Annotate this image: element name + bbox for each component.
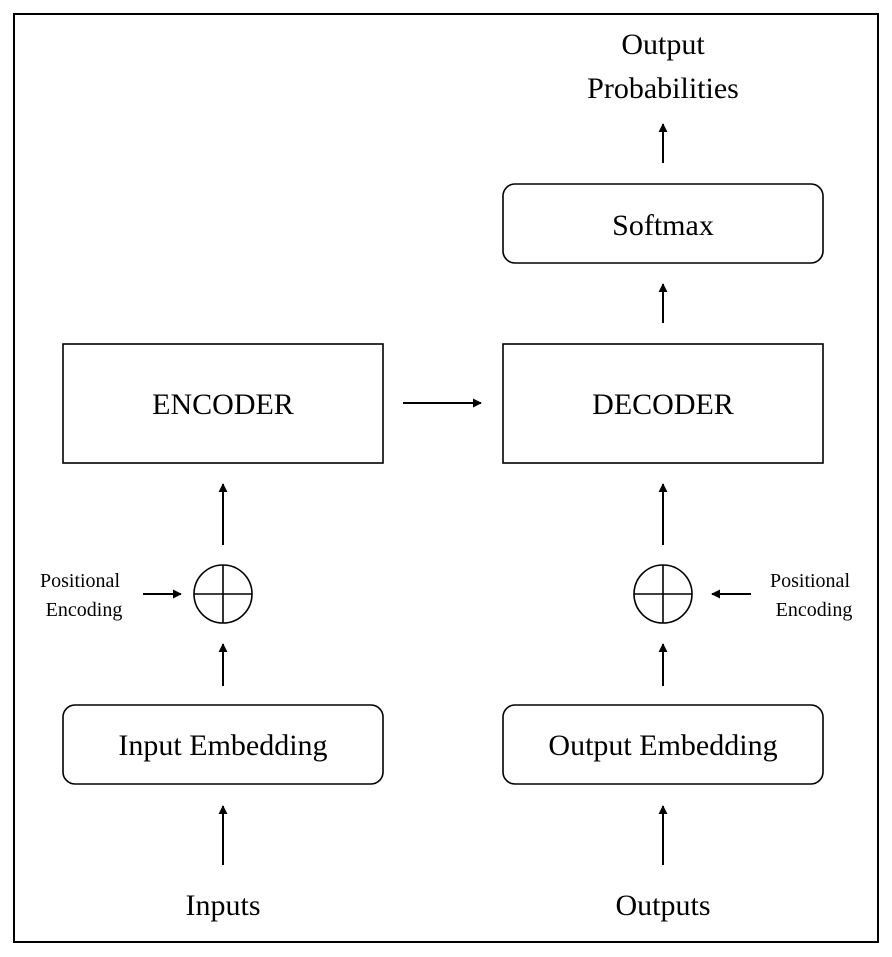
- outer-frame: [13, 13, 879, 943]
- right-add-icon: [633, 564, 693, 624]
- input-embedding-box: [62, 704, 384, 785]
- encoder-label: ENCODER: [152, 388, 294, 421]
- outputs-label: Outputs: [615, 889, 710, 922]
- pos-enc-right-line2: Encoding: [776, 599, 853, 621]
- inputs-label: Inputs: [186, 889, 261, 922]
- softmax-label: Softmax: [612, 209, 714, 242]
- encoder-box: [62, 343, 384, 464]
- decoder-box: [502, 343, 824, 464]
- softmax-box: [502, 183, 824, 264]
- pos-enc-left-line2: Encoding: [46, 599, 123, 621]
- decoder-label: DECODER: [592, 388, 734, 421]
- output-probabilities-line2: Probabilities: [587, 72, 739, 105]
- output-embedding-label: Output Embedding: [548, 729, 777, 762]
- pos-enc-right-line1: Positional: [770, 570, 850, 592]
- output-embedding-box: [502, 704, 824, 785]
- left-add-icon: [193, 564, 253, 624]
- pos-enc-left-line1: Positional: [40, 570, 120, 592]
- input-embedding-label: Input Embedding: [118, 729, 327, 762]
- output-probabilities-line1: Output: [621, 28, 705, 61]
